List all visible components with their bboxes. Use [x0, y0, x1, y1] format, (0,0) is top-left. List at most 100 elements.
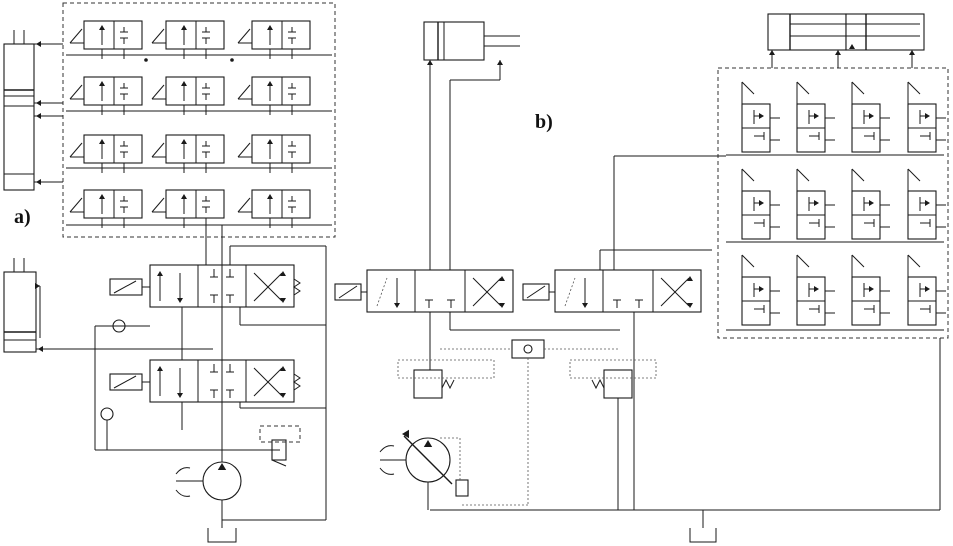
solenoid-slash [526, 285, 546, 299]
solenoid-slash [151, 28, 165, 44]
pilot-flow [564, 277, 576, 307]
arrow-head [280, 393, 286, 398]
solenoid-slash [69, 84, 83, 100]
arrow-head [925, 200, 930, 206]
arrow-head [394, 303, 400, 308]
arrow-head [497, 60, 503, 65]
solenoid-slash [69, 142, 83, 158]
arrow-head [99, 81, 105, 86]
solenoid-slash [237, 84, 251, 100]
valve-manifold-a [62, 2, 336, 238]
directional-valve-b2 [522, 269, 702, 313]
valve-body [554, 269, 702, 313]
cylinder-body [3, 43, 35, 191]
cylinder-body [423, 21, 485, 61]
solenoid-slash [69, 28, 83, 44]
junction-dot [144, 58, 148, 62]
solenoid-slash [796, 168, 810, 182]
cartridge-valve-a [151, 189, 225, 228]
variable-arrow [403, 435, 453, 485]
arrow-head [499, 276, 505, 281]
solenoid-slash [237, 142, 251, 158]
arrow-head [181, 25, 187, 30]
arrow-head [99, 139, 105, 144]
cartridge-valve-b [851, 168, 890, 240]
cylinder-body [845, 13, 925, 51]
cross-flow [253, 272, 283, 302]
arrow-head [814, 286, 819, 292]
pilot-flow [376, 277, 388, 307]
arrow-head [869, 286, 874, 292]
arrow-head [35, 283, 40, 289]
dashed-manifold-border [717, 67, 949, 339]
solenoid-slash [237, 28, 251, 44]
arrow-head [280, 366, 286, 371]
drive-arrow [175, 489, 191, 497]
cartridge-valve-b [741, 254, 780, 326]
cartridge-valve-a [69, 20, 143, 59]
solenoid-slash [851, 254, 865, 268]
directional-valve-a1 [109, 264, 301, 308]
arrow-head [36, 179, 41, 185]
arrow-head [177, 298, 183, 303]
cartridge-valve-b [796, 81, 835, 153]
valve-body [165, 20, 225, 50]
valve-body [251, 134, 311, 164]
valve-body [251, 20, 311, 50]
valve-body [165, 76, 225, 106]
arrow-head [181, 139, 187, 144]
arrow-head [36, 41, 41, 47]
cartridge-valve-b [907, 254, 946, 326]
cylinder-body [3, 271, 37, 353]
solenoid-slash [741, 168, 755, 182]
pump-arrow [423, 440, 433, 447]
cartridge-valve-a [151, 134, 225, 173]
valve-body [83, 20, 143, 50]
directional-valve-b1 [334, 269, 514, 313]
pilot-line [397, 359, 495, 379]
cross-flow [660, 277, 690, 307]
tank [689, 528, 717, 543]
arrow-head [36, 113, 41, 119]
arrow-head [157, 271, 163, 276]
solenoid-slash [851, 168, 865, 182]
drive-arrow [379, 445, 395, 453]
label-a: a) [14, 206, 31, 228]
valve-body [251, 76, 311, 106]
directional-valve-a2 [109, 359, 301, 403]
solenoid-slash [151, 84, 165, 100]
junction-dot [230, 58, 234, 62]
circuit-lines [3, 13, 941, 543]
arrow-head [280, 298, 286, 303]
solenoid-slash [151, 197, 165, 213]
arrow-head [814, 200, 819, 206]
solenoid-slash [113, 280, 137, 294]
drive-arrow [175, 467, 191, 475]
label-b: b) [535, 111, 553, 133]
valve-body [165, 189, 225, 219]
arrow-head [99, 25, 105, 30]
cartridge-valve-b [741, 168, 780, 240]
cartridge-valve-a [237, 20, 311, 59]
valve-manifold-b [717, 67, 949, 339]
cartridge-valve-b [796, 168, 835, 240]
variable-arrow-head [402, 429, 409, 439]
tank [207, 528, 237, 543]
arrow-head [687, 303, 693, 308]
solenoid-slash [741, 81, 755, 95]
compensator-spring [441, 378, 455, 390]
arrow-head [759, 286, 764, 292]
solenoid-slash [907, 168, 921, 182]
dashed-manifold-border [62, 2, 336, 238]
arrow-head [267, 81, 273, 86]
arrow-head [157, 366, 163, 371]
cartridge-valve-a [237, 134, 311, 173]
arrow-head [925, 286, 930, 292]
arrow-head [38, 346, 43, 352]
cartridge-valve-b [851, 81, 890, 153]
solenoid-slash [796, 81, 810, 95]
pump-control [455, 479, 469, 497]
solenoid-slash [237, 197, 251, 213]
relief-spring [271, 459, 287, 467]
